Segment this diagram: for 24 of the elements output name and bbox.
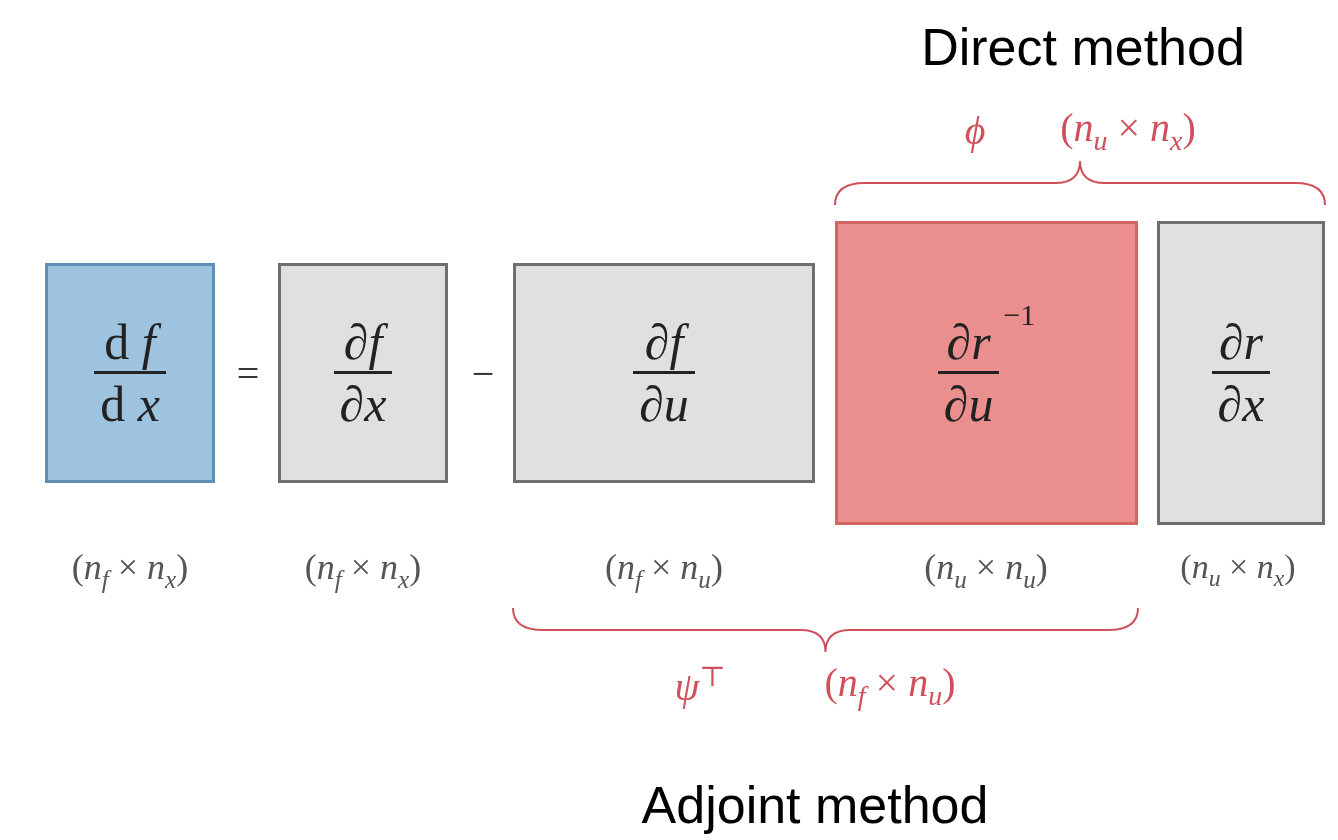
dimension-label: (n$_{u}$ × n$_{x}$)	[1180, 548, 1296, 592]
matrix-box	[278, 263, 448, 483]
exponent: −1	[1003, 297, 1036, 332]
equals-sign: =	[236, 349, 260, 397]
dimension-label: (n$_{u}$ × n$_{x}$)	[1060, 103, 1196, 157]
fraction: ∂r ∂u	[937, 315, 1000, 431]
matrix-box	[513, 263, 815, 483]
dimension-label: (n$_{f}$ × n$_{x}$)	[71, 546, 189, 594]
matrix-box	[1157, 221, 1325, 525]
dimension-label: (n$_{u}$ × n$_{u}$)	[924, 546, 1048, 594]
matrix-box	[45, 263, 215, 483]
fraction: ∂f ∂u	[633, 315, 695, 431]
dimension-label: (n$_{f}$ × n$_{u}$)	[824, 658, 956, 712]
heading: Adjoint method	[641, 775, 989, 835]
minus-sign: −	[471, 349, 495, 397]
fraction: ∂r ∂x	[1211, 315, 1271, 431]
math-label: ψ$^{⊤}$	[674, 659, 726, 711]
fraction: d f d x	[94, 315, 166, 431]
dimension-label: (n$_{f}$ × n$_{x}$)	[304, 546, 422, 594]
heading: Direct method	[921, 17, 1245, 77]
math-label: ϕ	[964, 106, 986, 154]
matrix-box	[835, 221, 1138, 525]
fraction: ∂f ∂x	[333, 315, 393, 431]
dimension-label: (n$_{f}$ × n$_{u}$)	[605, 546, 723, 594]
